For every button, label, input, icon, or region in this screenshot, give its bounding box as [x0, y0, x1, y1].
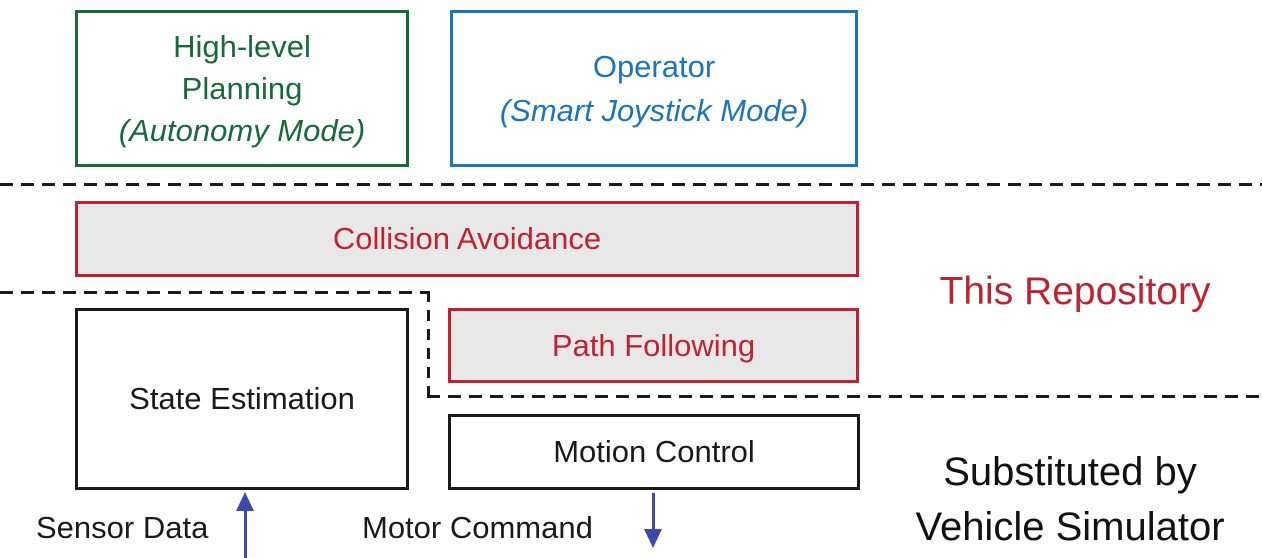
this-repository-annotation: This Repository	[939, 270, 1211, 313]
motion-control-box: Motion Control	[448, 414, 860, 490]
operator-label: Operator (Smart Joystick Mode)	[500, 45, 808, 133]
high-level-planning-box: High-level Planning (Autonomy Mode)	[75, 10, 409, 167]
motor-command-arrow-shaft	[652, 493, 655, 533]
collision-avoidance-box: Collision Avoidance	[75, 201, 859, 277]
vehicle-simulator-line1: Substituted by	[943, 450, 1197, 494]
step-boundary-dashed-line-left	[0, 291, 430, 294]
high-level-planning-label: High-level Planning (Autonomy Mode)	[119, 26, 365, 152]
planning-mode-line: (Autonomy Mode)	[118, 112, 366, 148]
planning-line2: Planning	[181, 70, 303, 106]
motor-command-arrow-down-icon	[644, 529, 662, 548]
planning-line1: High-level	[173, 28, 311, 64]
state-estimation-label: State Estimation	[129, 381, 355, 416]
motor-command-label: Motor Command	[362, 510, 593, 545]
step-boundary-dashed-line-right	[427, 395, 1262, 398]
sensor-data-label: Sensor Data	[36, 510, 209, 545]
path-following-label: Path Following	[551, 327, 756, 363]
collision-avoidance-label: Collision Avoidance	[332, 221, 602, 256]
sensor-data-arrow-shaft	[244, 508, 247, 558]
sensor-data-arrow-up-icon	[236, 492, 254, 511]
operator-mode-line: (Smart Joystick Mode)	[499, 92, 809, 128]
top-boundary-dashed-line	[0, 183, 1262, 186]
state-estimation-box: State Estimation	[75, 308, 409, 490]
vehicle-simulator-line2: Vehicle Simulator	[915, 505, 1225, 549]
path-following-box: Path Following	[448, 308, 859, 383]
step-boundary-dashed-line-vertical	[427, 291, 430, 398]
vehicle-simulator-annotation: Substituted by Vehicle Simulator	[880, 445, 1260, 555]
motion-control-label: Motion Control	[553, 434, 755, 469]
operator-box: Operator (Smart Joystick Mode)	[450, 10, 858, 167]
operator-line1: Operator	[592, 48, 716, 84]
